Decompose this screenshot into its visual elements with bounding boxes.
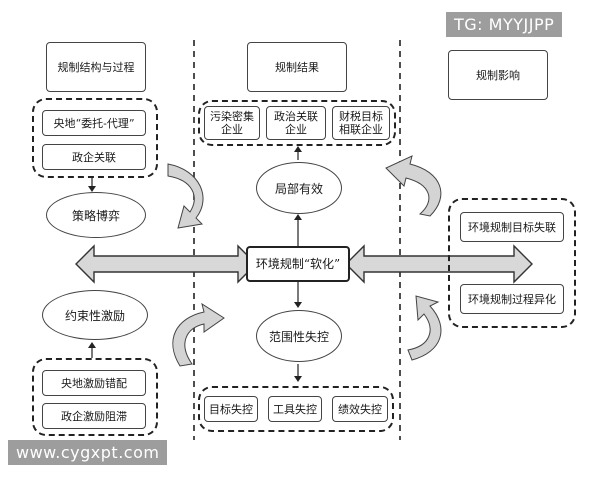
result-politically-connected: 政治关联企业 bbox=[266, 106, 326, 140]
incentive-group bbox=[32, 358, 158, 436]
result-fiscal-target: 财税目标相联企业 bbox=[332, 106, 390, 140]
arrowhead-center-local bbox=[294, 214, 302, 220]
header-impact: 规制影响 bbox=[448, 50, 548, 100]
loss-target: 目标失控 bbox=[204, 396, 258, 422]
structure-item-gov-enterprise: 政企关联 bbox=[42, 144, 146, 170]
curved-arrow-left-top bbox=[167, 163, 204, 229]
arrowhead-scope-loss bbox=[294, 376, 302, 382]
impact-target-disconnect: 环境规制目标失联 bbox=[460, 212, 564, 242]
incentive-item-gov-enterprise: 政企激励阻滞 bbox=[42, 403, 146, 429]
impact-process-alienation: 环境规制过程异化 bbox=[460, 284, 564, 314]
header-results: 规制结果 bbox=[247, 42, 347, 92]
curved-arrow-left-bottom bbox=[172, 302, 225, 367]
arrowhead-center-scope bbox=[294, 302, 302, 308]
loss-group bbox=[198, 386, 394, 432]
watermark-bottom: www.cygxpt.com bbox=[8, 440, 168, 465]
left-double-arrow bbox=[75, 244, 257, 284]
results-group bbox=[198, 100, 396, 146]
loss-performance: 绩效失控 bbox=[332, 396, 388, 422]
curved-arrow-right-top bbox=[385, 155, 442, 217]
right-double-arrow bbox=[345, 244, 533, 284]
structure-item-principal-agent: 央地“委托-代理” bbox=[42, 110, 146, 136]
structure-group bbox=[32, 98, 158, 178]
local-effective-ellipse: 局部有效 bbox=[256, 162, 342, 214]
incentive-item-central-local: 央地激励错配 bbox=[42, 370, 146, 396]
strategy-ellipse: 策略博弈 bbox=[46, 192, 146, 238]
arrowhead-structure-strategy bbox=[88, 186, 96, 192]
center-soft-regulation: 环境规制“软化” bbox=[246, 246, 350, 282]
scope-loss-ellipse: 范围性失控 bbox=[256, 310, 342, 362]
impact-group bbox=[448, 198, 576, 328]
arrowhead-local-results bbox=[294, 146, 302, 152]
arrowhead-incentive-constraint bbox=[88, 342, 96, 348]
watermark-top: TG: MYYJJPP bbox=[446, 12, 563, 37]
constraint-ellipse: 约束性激励 bbox=[42, 290, 148, 340]
result-pollution-intensive: 污染密集企业 bbox=[204, 106, 260, 140]
loss-tool: 工具失控 bbox=[268, 396, 322, 422]
header-structure: 规制结构与过程 bbox=[46, 42, 146, 92]
curved-arrow-right-bottom bbox=[407, 295, 442, 361]
